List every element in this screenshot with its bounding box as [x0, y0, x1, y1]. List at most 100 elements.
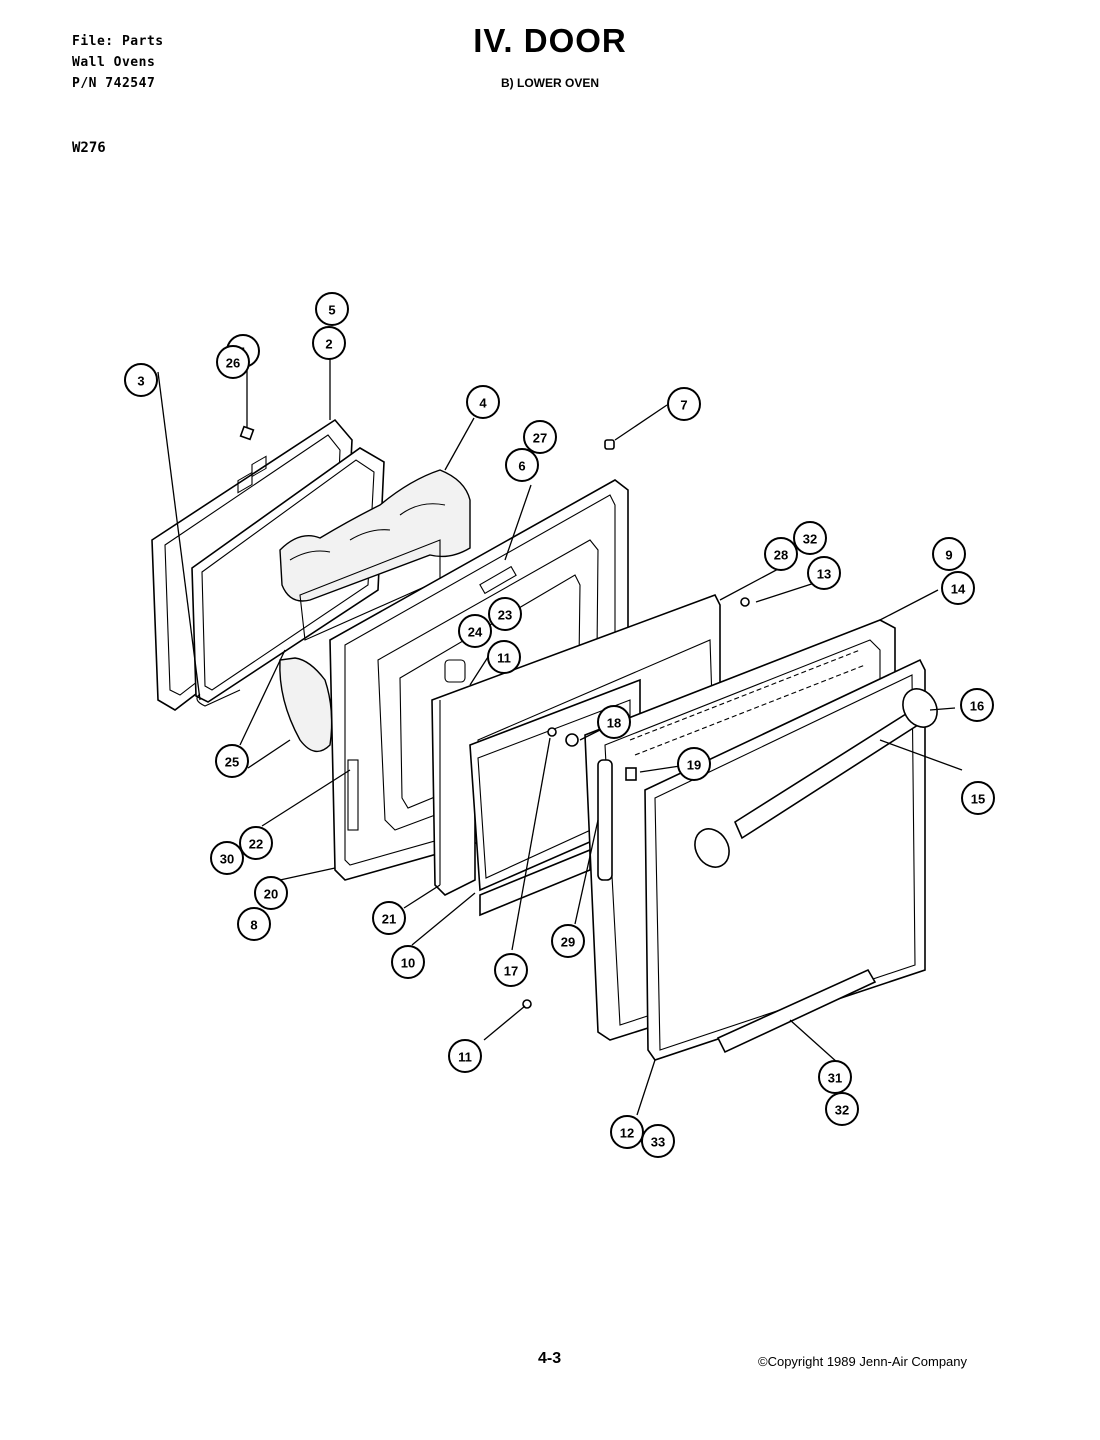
callout-circle	[818, 1060, 852, 1094]
callout-circle	[667, 387, 701, 421]
callout-circle	[216, 345, 250, 379]
part-number-line: P/N 742547	[72, 76, 156, 91]
callout-number: 8	[250, 918, 257, 933]
callout-number: 5	[328, 303, 335, 318]
callout-number: 16	[970, 699, 984, 714]
callout-20: 20	[254, 876, 288, 910]
callout-circle	[312, 326, 346, 360]
callout-number: 2	[325, 337, 332, 352]
part-illustrations	[151, 418, 938, 1061]
callout-10: 10	[391, 945, 425, 979]
callout-number: 17	[504, 964, 518, 979]
callout-11: 11	[448, 1039, 482, 1073]
callout-number: 4	[479, 396, 487, 411]
callout-15: 15	[961, 781, 995, 815]
callout-circle	[488, 597, 522, 631]
callout-number: 13	[817, 567, 831, 582]
callout-circle	[124, 363, 158, 397]
callout-number: 9	[945, 548, 952, 563]
callout-circle	[961, 781, 995, 815]
callout-number: 28	[774, 548, 788, 563]
callout-number: 11	[497, 651, 511, 666]
leader-lines	[157, 358, 963, 1116]
callout-circle	[641, 1124, 675, 1158]
callout-circle	[237, 907, 271, 941]
callout-number: 10	[401, 956, 415, 971]
callout-6: 6	[505, 448, 539, 482]
callout-circle	[448, 1039, 482, 1073]
callout-number: 32	[835, 1103, 849, 1118]
callout-16: 16	[960, 688, 994, 722]
callout-circle	[372, 901, 406, 935]
page-title: IV. DOOR	[473, 22, 627, 59]
callout-circle	[551, 924, 585, 958]
file-line: File: Parts	[72, 34, 164, 49]
callout-number: 14	[951, 582, 966, 597]
callout-24: 24	[458, 614, 492, 648]
callout-number: 15	[971, 792, 985, 807]
callout-12: 12	[610, 1115, 644, 1149]
callout-number: 24	[468, 625, 483, 640]
insulated-glass-pack	[279, 469, 471, 753]
callout-circle	[254, 876, 288, 910]
callout-circle	[764, 537, 798, 571]
callout-circle	[793, 521, 827, 555]
callout-11: 11	[487, 640, 521, 674]
callout-13: 13	[807, 556, 841, 590]
callout-number: 26	[226, 356, 240, 371]
callout-27: 27	[523, 420, 557, 454]
callout-circle	[458, 614, 492, 648]
callout-circle	[215, 744, 249, 778]
page-number: 4-3	[538, 1350, 562, 1367]
callout-circle	[494, 953, 528, 987]
door-handle	[694, 688, 938, 868]
callout-18: 18	[597, 705, 631, 739]
callout-circle	[391, 945, 425, 979]
callout-31: 31	[818, 1060, 852, 1094]
model-number: W276	[72, 140, 106, 156]
page-subtitle: B) LOWER OVEN	[501, 76, 599, 90]
callout-number: 30	[220, 852, 234, 867]
callout-layer: 5214727632289131424231116181915326252230…	[124, 292, 995, 1158]
callout-number: 18	[607, 716, 621, 731]
callout-28: 28	[764, 537, 798, 571]
callout-22: 22	[239, 826, 273, 860]
callout-9: 9	[932, 537, 966, 571]
callout-circle	[210, 841, 244, 875]
callout-number: 22	[249, 837, 263, 852]
bottom-trim	[716, 968, 877, 1054]
callout-number: 25	[225, 755, 239, 770]
copyright-notice: ©Copyright 1989 Jenn-Air Company	[758, 1354, 968, 1369]
callout-circle	[487, 640, 521, 674]
callout-circle	[597, 705, 631, 739]
callout-23: 23	[488, 597, 522, 631]
callout-14: 14	[941, 571, 975, 605]
callout-4: 4	[466, 385, 500, 419]
callout-circle	[960, 688, 994, 722]
callout-26: 26	[216, 345, 250, 379]
callout-number: 27	[533, 431, 547, 446]
callout-number: 23	[498, 608, 512, 623]
callout-number: 3	[137, 374, 144, 389]
callout-5: 5	[315, 292, 349, 326]
callout-number: 33	[651, 1135, 665, 1150]
callout-number: 31	[828, 1071, 842, 1086]
category-line: Wall Ovens	[72, 55, 156, 70]
callout-circle	[239, 826, 273, 860]
callout-circle	[941, 571, 975, 605]
callout-30: 30	[210, 841, 244, 875]
callout-number: 32	[803, 532, 817, 547]
callout-circle	[466, 385, 500, 419]
callout-19: 19	[677, 747, 711, 781]
callout-8: 8	[237, 907, 271, 941]
callout-32: 32	[793, 521, 827, 555]
callout-number: 7	[680, 398, 687, 413]
callout-circle	[610, 1115, 644, 1149]
callout-32: 32	[825, 1092, 859, 1126]
callout-circle	[677, 747, 711, 781]
callout-number: 21	[382, 912, 396, 927]
callout-circle	[315, 292, 349, 326]
callout-number: 29	[561, 935, 575, 950]
callout-circle	[825, 1092, 859, 1126]
